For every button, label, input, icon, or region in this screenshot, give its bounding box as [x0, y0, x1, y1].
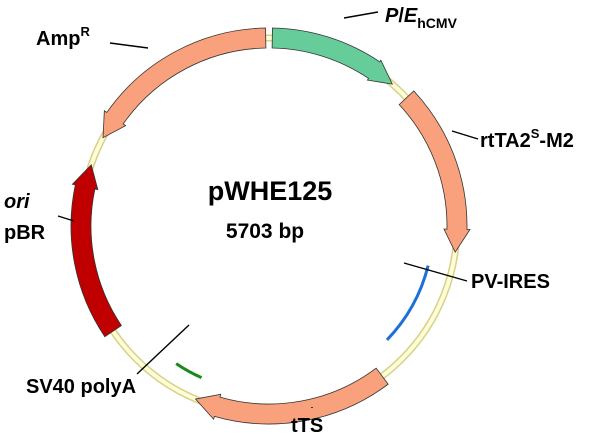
rtta-label-main: rtTA2	[480, 130, 531, 152]
leader-lines	[57, 11, 479, 408]
promoter-label-e: E	[404, 5, 418, 27]
rtta-label-sup: S	[531, 126, 540, 141]
plasmid-size: 5703 bp	[226, 220, 304, 243]
tts-arrow	[194, 367, 389, 425]
amp-label: AmpR	[36, 24, 90, 50]
sv40-polya-arc	[175, 362, 203, 380]
promoter-label-sub: hCMV	[417, 15, 457, 31]
rtta-label-tail: -M2	[539, 130, 573, 152]
pbr-label: pBR	[4, 222, 46, 244]
ires-leader	[403, 262, 468, 282]
ori-label: ori	[4, 191, 30, 213]
plasmid-name: pWHE125	[208, 176, 333, 206]
promoter-leader	[343, 11, 379, 19]
amp-label-sup: R	[80, 24, 90, 39]
polya-label: SV40 polyA	[26, 376, 136, 398]
promoter-hcmv-arrow	[271, 27, 394, 85]
rtta2s-m2-arrow	[398, 90, 471, 253]
ires-label: PV-IRES	[471, 271, 550, 293]
rtta-label: rtTA2S-M2	[480, 126, 574, 152]
pv-ires-arc	[385, 265, 430, 341]
ampr-arrow	[102, 27, 267, 139]
polya-leader	[136, 324, 190, 375]
amp-leader	[109, 42, 149, 49]
promoter-label: P/EhCMV	[385, 5, 458, 31]
promoter-label-slash: /	[398, 5, 404, 27]
promoter-label-p: P	[385, 5, 399, 27]
ori-pbr-arrow	[70, 164, 122, 338]
amp-label-main: Amp	[36, 28, 80, 50]
ori-leader	[57, 215, 75, 222]
tts-label: tTS	[291, 415, 323, 437]
rtta-leader	[451, 130, 479, 140]
